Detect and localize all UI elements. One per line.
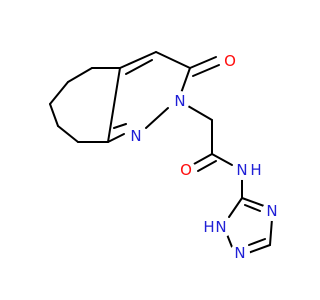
bond-co-nh [211, 153, 233, 166]
svg-text:N: N [266, 202, 277, 220]
bond-ring7-5 [57, 125, 79, 143]
molecule-structure: O N N O N H N H N N [49, 51, 282, 263]
atom-oxygen-amide: O [176, 160, 196, 180]
bond-ring7-4 [49, 103, 59, 127]
bond-ring7-3 [49, 81, 69, 105]
svg-text:N: N [174, 92, 185, 110]
bond-n2-ch2 [187, 105, 213, 121]
svg-text:O: O [224, 52, 236, 70]
bond-c5-n1 [247, 244, 271, 254]
atom-layer: O N N O N H N H N N [126, 51, 282, 263]
bond-amide-co-2 [197, 160, 217, 172]
svg-text:H: H [203, 218, 214, 236]
bond-fusion [107, 67, 121, 143]
bond-c4-c4-inner [125, 59, 153, 75]
bond-n1-c9a [107, 133, 125, 143]
bond-c4-c3 [155, 51, 191, 69]
bond-c4a-c4 [119, 51, 157, 69]
bond-n2-c3 [228, 197, 243, 218]
atom-nitrogen-2: N [170, 91, 190, 111]
atom-oxygen-ketone: O [220, 51, 240, 71]
bond-n2-n1 [145, 107, 169, 129]
svg-text:N: N [215, 218, 226, 236]
bond-c5-n1-inner [248, 238, 266, 246]
svg-text:O: O [180, 161, 192, 179]
bond-n4-c5 [269, 218, 273, 246]
svg-text:N: N [130, 127, 141, 145]
atom-triazole-n4: N [262, 201, 282, 221]
svg-text:N: N [234, 244, 245, 262]
atom-nitrogen-1: N [126, 126, 146, 146]
bond-n1-c9a-inner [113, 123, 127, 129]
bond-ketone-2 [192, 64, 220, 77]
bond-c3-n4 [241, 197, 265, 207]
atom-triazole-n2: N [230, 243, 250, 263]
bond-c3-n4-inner [244, 204, 261, 212]
atom-amide-nh: N H [232, 160, 262, 180]
bond-ring7-2 [67, 67, 93, 83]
svg-text:N: N [236, 161, 247, 179]
bond-ketone-1 [189, 56, 217, 69]
svg-text:H: H [250, 161, 261, 179]
atom-triazole-n1h: H N [203, 216, 232, 238]
bond-amide-co-1 [193, 153, 213, 165]
bond-layer [49, 51, 273, 254]
